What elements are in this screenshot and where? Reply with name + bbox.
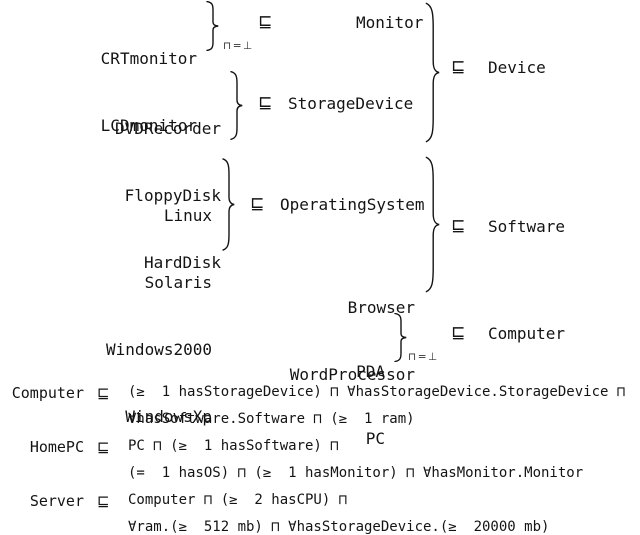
- brace-pda-pc: [392, 313, 407, 362]
- disjointness-subscript-monitor: ⊓=⊥: [223, 40, 254, 52]
- axiom-homepc-line-2: (= 1 hasOS) ⊓ (≥ 1 hasMonitor) ⊓ ∀hasMon…: [128, 465, 584, 481]
- monitor-group-members: CRTmonitor LCDmonitor: [20, 3, 197, 182]
- subsumption-symbol-software: ⊑: [451, 216, 466, 236]
- concept-browser: Browser: [347, 297, 415, 317]
- axiom-concept-computer: Computer: [11, 384, 84, 402]
- concept-software: Software: [488, 217, 566, 236]
- subsumption-symbol-device: ⊑: [451, 57, 466, 77]
- subsumption-symbol-storage: ⊑: [258, 93, 273, 113]
- concept-solaris: Solaris: [144, 273, 212, 293]
- brace-device: [423, 2, 440, 143]
- concept-monitor: Monitor: [356, 13, 424, 32]
- axiom-subsumption-homepc: ⊑: [97, 438, 110, 456]
- concept-pc: PC: [365, 429, 385, 449]
- axiom-subsumption-computer: ⊑: [97, 384, 110, 402]
- axiom-concept-homepc: HomePC: [29, 438, 84, 456]
- pda-pc-group-members: PDA PC: [305, 316, 385, 495]
- concept-wordprocessor: WordProcessor: [289, 365, 415, 385]
- subsumption-symbol-computer: ⊑: [451, 323, 466, 343]
- concept-lcdmonitor: LCDmonitor: [100, 116, 197, 136]
- brace-monitor-group: [204, 1, 219, 51]
- axiom-server-line-1: Computer ⊓ (≥ 2 hasCPU) ⊓: [128, 492, 348, 508]
- brace-software: [423, 156, 440, 293]
- axiom-computer-line-2: ∀hasSoftware.Software ⊓ (≥ 1 ram): [128, 411, 415, 427]
- concept-computer: Computer: [488, 324, 566, 343]
- concept-floppydisk: FloppyDisk: [124, 186, 221, 206]
- concept-device: Device: [488, 58, 546, 77]
- storage-group-members: DVDRecorder FloppyDisk HardDisk: [40, 73, 221, 319]
- concept-linux: Linux: [163, 205, 212, 225]
- concept-windowsxp: WindowsXp: [125, 407, 212, 427]
- axiom-homepc-line-1: PC ⊓ (≥ 1 hasSoftware) ⊓: [128, 438, 339, 454]
- axiom-subsumption-server: ⊑: [97, 492, 110, 510]
- concept-crtmonitor: CRTmonitor: [100, 48, 197, 68]
- concept-harddisk: HardDisk: [143, 253, 221, 273]
- brace-storage-group: [228, 71, 243, 140]
- application-group-members: Browser WordProcessor: [235, 252, 415, 431]
- subsumption-symbol-os: ⊑: [250, 194, 265, 214]
- subsumption-symbol-monitor: ⊑: [258, 12, 273, 32]
- axiom-concept-server: Server: [29, 492, 84, 510]
- concept-pda: PDA: [356, 361, 385, 381]
- concept-dvdrecorder: DVDRecorder: [115, 118, 221, 138]
- axiom-server-line-2: ∀ram.(≥ 512 mb) ⊓ ∀hasStorageDevice.(≥ 2…: [128, 519, 550, 535]
- axiom-computer-line-1: (≥ 1 hasStorageDevice) ⊓ ∀hasStorageDevi…: [128, 384, 626, 400]
- os-group-members: Linux Solaris Windows2000 WindowsXp: [30, 160, 212, 474]
- concept-windows2000: Windows2000: [106, 340, 212, 360]
- concept-operatingsystem: OperatingSystem: [280, 195, 425, 214]
- brace-os-group: [220, 158, 235, 251]
- disjointness-subscript-pda-pc: ⊓=⊥: [408, 351, 439, 363]
- concept-storagedevice: StorageDevice: [288, 94, 414, 113]
